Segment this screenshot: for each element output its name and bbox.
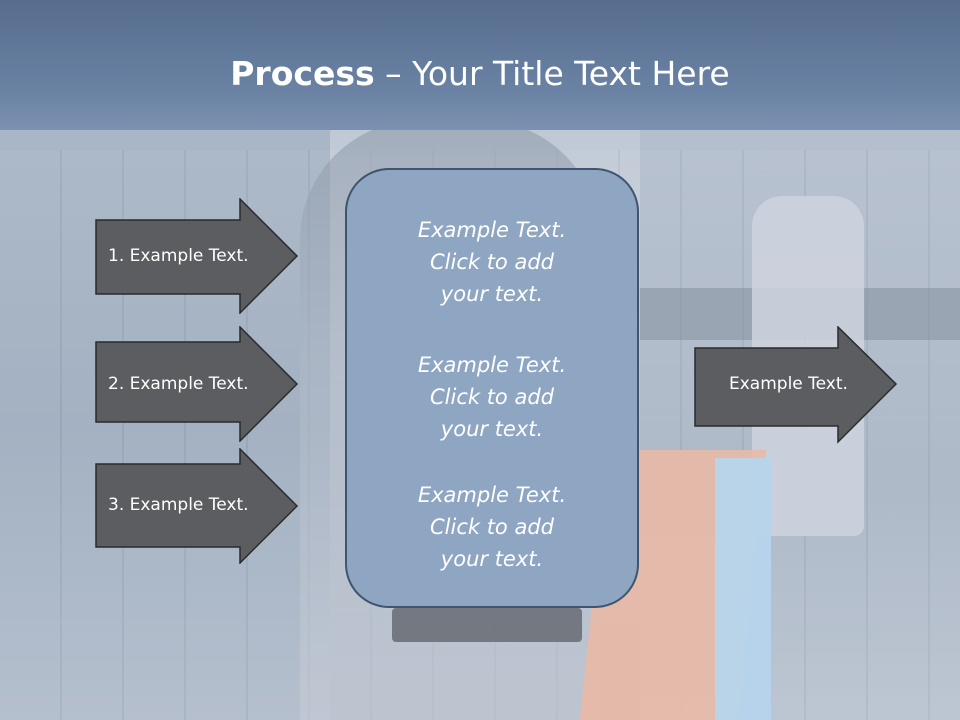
center-item-2-line2: Click to add	[429, 385, 554, 409]
center-item-3: Example Text. Click to add your text.	[347, 479, 637, 575]
center-item-3-line1: Example Text.	[417, 483, 567, 507]
result-arrow-shape	[694, 326, 898, 444]
center-text-box[interactable]: Example Text. Click to add your text. Ex…	[345, 168, 639, 608]
center-item-1-line1: Example Text.	[417, 218, 567, 242]
result-arrow[interactable]: Example Text.	[694, 326, 899, 444]
process-arrow-3[interactable]: 3. Example Text.	[95, 448, 300, 564]
process-arrow-2[interactable]: 2. Example Text.	[95, 326, 300, 442]
arrow-label-3: 3. Example Text.	[108, 495, 249, 515]
background-belt	[392, 608, 582, 642]
center-item-2-line3: your text.	[440, 417, 544, 441]
center-item-2: Example Text. Click to add your text.	[347, 349, 637, 445]
result-arrow-label: Example Text.	[729, 374, 848, 394]
title-bold: Process	[230, 54, 375, 93]
center-item-2-line1: Example Text.	[417, 353, 567, 377]
title-rest: – Your Title Text Here	[374, 54, 730, 93]
arrow-shape-2	[95, 326, 299, 442]
arrow-label-1: 1. Example Text.	[108, 246, 249, 266]
center-item-3-line3: your text.	[440, 547, 544, 571]
background-shopping-bag-blue	[715, 458, 771, 720]
slide-title[interactable]: Process – Your Title Text Here	[0, 52, 960, 96]
arrow-shape-3	[95, 448, 299, 564]
title-band	[0, 0, 960, 130]
center-item-1-line3: your text.	[440, 282, 544, 306]
arrow-shape-1	[95, 198, 299, 314]
center-item-1-line2: Click to add	[429, 250, 554, 274]
process-arrow-1[interactable]: 1. Example Text.	[95, 198, 300, 314]
center-item-1: Example Text. Click to add your text.	[347, 214, 637, 310]
center-item-3-line2: Click to add	[429, 515, 554, 539]
arrow-label-2: 2. Example Text.	[108, 374, 249, 394]
